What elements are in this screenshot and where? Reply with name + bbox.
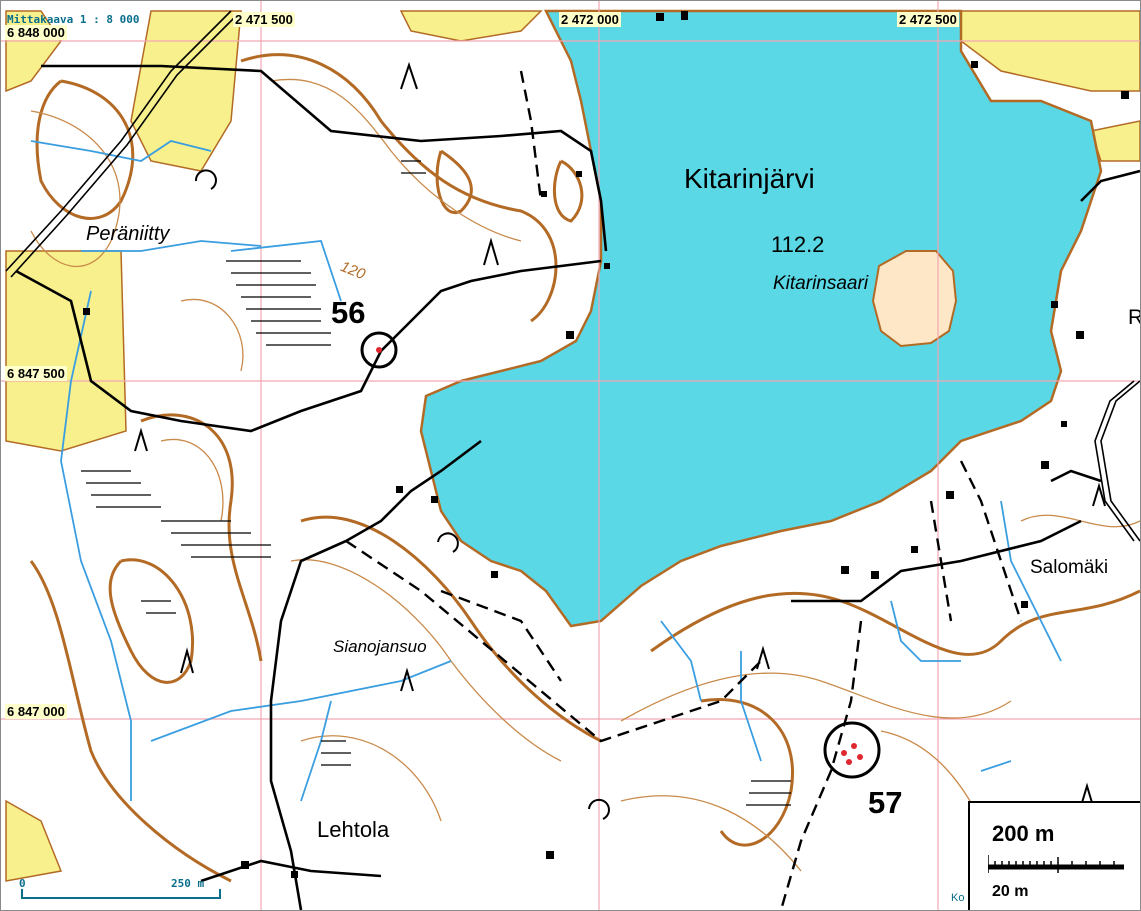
scale-bar-label: 200 m (992, 821, 1055, 846)
edge-label-r: R (1128, 307, 1140, 328)
lake-elevation: 112.2 (771, 232, 825, 257)
buildings (83, 11, 1129, 878)
lake-water (419, 9, 1103, 628)
site-markers (360, 331, 881, 779)
northing-label-top: 6 848 000 (5, 25, 67, 40)
site-number-56: 56 (331, 295, 366, 330)
scale-bar-sublabel: 20 m (992, 883, 1029, 900)
easting-label-left: 2 471 500 (233, 12, 295, 27)
streams (30, 140, 1062, 802)
hill-name: Salomäki (1030, 557, 1109, 578)
bottom-scale: 0 250 m (15, 877, 225, 903)
footpaths (345, 70, 1023, 910)
map-scale-text: Mittakaava 1 : 8 000 (7, 13, 140, 26)
site-number-57: 57 (868, 785, 903, 820)
marsh-hatching (81, 160, 791, 806)
roads (15, 64, 1140, 910)
terrain-symbols (134, 61, 1106, 820)
easting-label-right: 2 472 500 (897, 12, 959, 27)
lake-name: Kitarinjärvi (684, 163, 815, 194)
scale-bar-ruler (988, 855, 1124, 873)
bottom-scale-zero: 0 (19, 877, 26, 890)
northing-label-low: 6 847 000 (5, 704, 67, 719)
northing-label-mid: 6 847 500 (5, 366, 67, 381)
island (871, 250, 958, 348)
edge-label-ko: Ko (951, 892, 965, 904)
easting-label-mid: 2 472 000 (559, 12, 621, 27)
island-name: Kitarinsaari (773, 273, 869, 294)
scale-bar-box: 200 m 20 m (968, 801, 1140, 910)
bog-name: Sianojansuo (333, 637, 427, 656)
field-areas (5, 10, 1140, 882)
village-name: Lehtola (317, 817, 390, 842)
site-dots (376, 347, 863, 765)
bottom-scale-mid: 250 m (171, 877, 205, 890)
main-road (5, 10, 1140, 542)
meadow-name: Peräniitty (86, 223, 170, 245)
contour-lines (29, 53, 1140, 883)
